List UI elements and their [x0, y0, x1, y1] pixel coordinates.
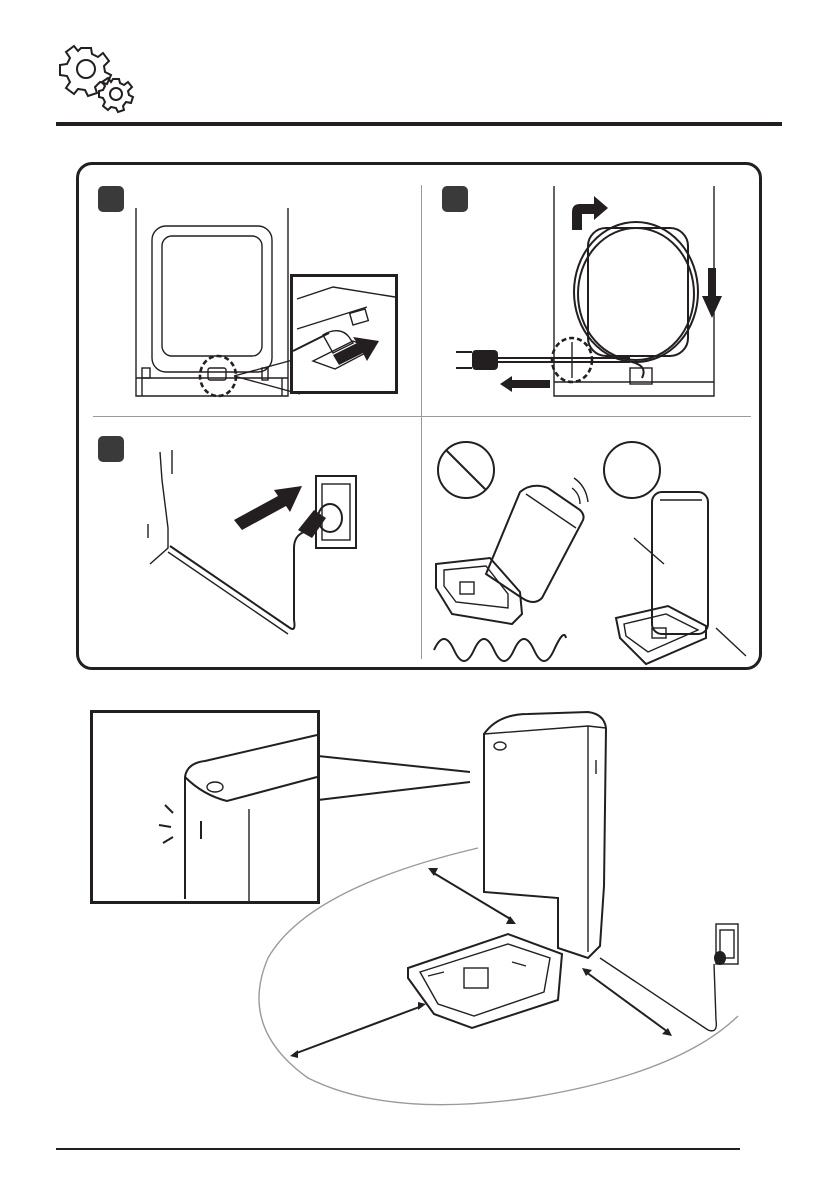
led-inset: [90, 710, 320, 904]
step-1-cell: [90, 178, 420, 413]
tilted-dock-illustration: [422, 438, 592, 658]
upright-dock-illustration: [606, 488, 762, 688]
step-2-cell: [432, 178, 762, 413]
step-4-cell: [422, 428, 762, 664]
wall-plug-illustration: [90, 428, 420, 658]
cable-wrap-illustration: [432, 178, 762, 413]
settings-header: [56, 36, 782, 128]
socket-inset: [290, 274, 398, 394]
wall-outlet-icon: [714, 924, 738, 965]
power-led-illustration: [93, 713, 317, 901]
header-rule: [56, 122, 782, 126]
step-3-cell: [90, 428, 420, 658]
placement-illustration: [88, 708, 758, 1118]
footer-rule: [56, 1148, 740, 1150]
settings-gears-icon: [56, 36, 140, 116]
panel-divider-horizontal: [93, 416, 751, 417]
plug-insert-illustration: [293, 277, 395, 391]
